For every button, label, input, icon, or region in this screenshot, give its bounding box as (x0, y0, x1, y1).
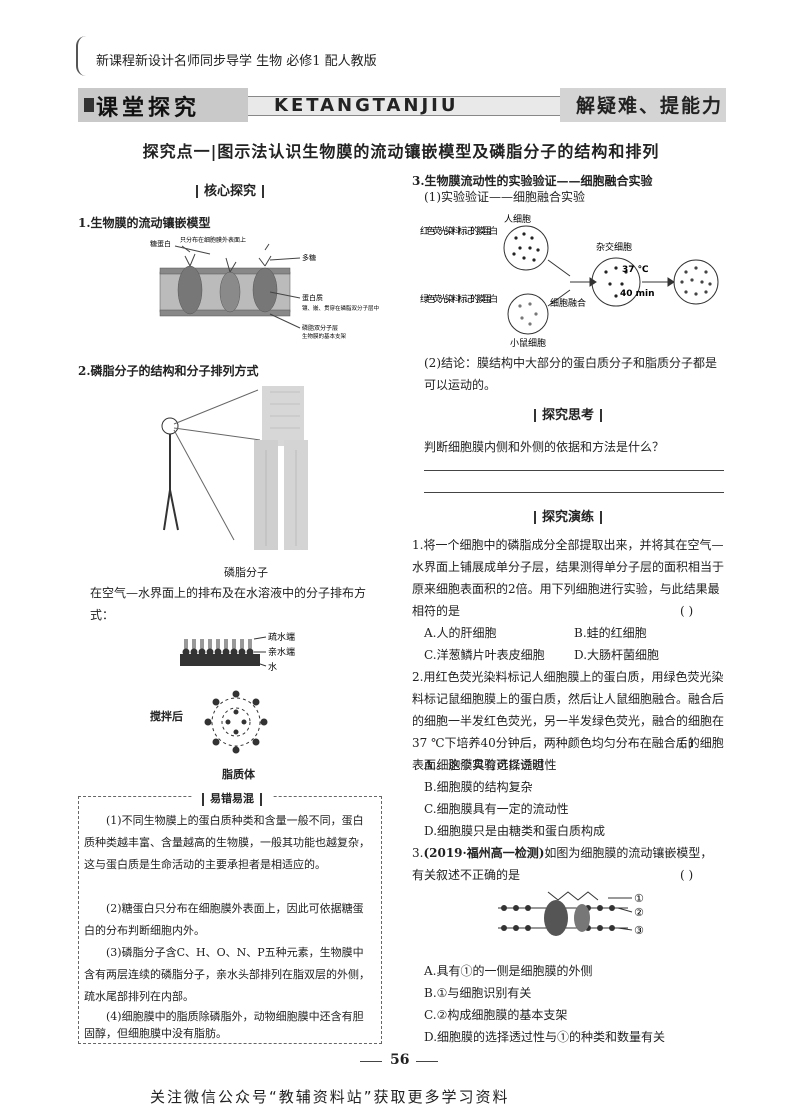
band-square-icon (84, 98, 94, 112)
marker-2: ② (634, 906, 644, 919)
q2-stem: 2.用红色荧光染料标记人细胞膜上的蛋白质，用绿色荧光染料标记鼠细胞膜上的蛋白质，… (412, 670, 725, 772)
q1-paren: ( ) (680, 604, 694, 618)
label-hybrid: 杂交细胞 (596, 241, 632, 253)
monolayer-figure: 疏水端 亲水端 水 (180, 631, 295, 673)
item2-title: 2.磷脂分子的结构和分子排列方式 (78, 364, 259, 378)
q3-option-b: B.①与细胞识别有关 (424, 986, 532, 1000)
q1-option-a: A.人的肝细胞 (424, 626, 497, 640)
band-right-text: 解疑难、提能力 (576, 95, 724, 117)
label-human-cell: 人细胞 (504, 213, 531, 225)
series-title: 新课程新设计名师同步导学 生物 必修1 配人教版 (96, 54, 377, 69)
label-time: 40 min (620, 289, 655, 299)
band-right-block (560, 88, 726, 122)
label-hydrophobic: 疏水端 (268, 631, 295, 643)
label-bilayer-note: 生物膜的基本支架 (302, 332, 347, 340)
q3-option-c: C.②构成细胞膜的基本支架 (424, 1008, 568, 1022)
q2-paren: ( ) (680, 736, 694, 750)
q1-option-d: D.大肠杆菌细胞 (574, 648, 660, 662)
liposome-figure (204, 690, 268, 754)
liposome-caption: 脂质体 (222, 768, 255, 781)
q2-option-c: C.细胞膜具有一定的流动性 (424, 802, 569, 816)
q1-option-c: C.洋葱鳞片叶表皮细胞 (424, 648, 545, 662)
label-water: 水 (268, 661, 277, 673)
label-green: 绿色荧光染料标记的膜蛋白 (420, 293, 498, 305)
label-glycoprotein: 糖蛋白 (150, 239, 171, 248)
label-temp: 37 ℃ (622, 265, 649, 275)
uniform-cell-figure (673, 259, 719, 305)
label-hydrophilic: 亲水端 (268, 646, 295, 658)
marker-3: ③ (634, 924, 644, 937)
item1-title: 1.生物膜的流动镶嵌模型 (78, 216, 211, 230)
label-fusion: 细胞融合 (550, 297, 586, 309)
phospholipid-caption: 磷脂分子 (224, 566, 268, 579)
q3-paren: ( ) (680, 868, 694, 882)
stir-label: 搅拌后 (150, 710, 183, 723)
arrangement-text: 在空气—水界面上的排布及在水溶液中的分子排布方式： (90, 586, 367, 622)
item3-title: 3.生物膜流动性的实验验证——细胞融合实验 (412, 174, 653, 188)
q1-option-b: B.蛙的红细胞 (574, 626, 647, 640)
error-item-4: (4)细胞膜中的脂质除磷脂外，动物细胞膜中还含有胆固醇，但细胞膜中没有脂肪。 (84, 1010, 364, 1040)
label-polysaccharide: 多糖 (302, 253, 316, 262)
label-red: 红色荧光染料标记的膜蛋白 (420, 225, 498, 237)
core-title: 核心探究 (190, 180, 270, 199)
practice-title: 探究演练 (528, 506, 608, 525)
page-rule-left (360, 1061, 382, 1062)
cell-fusion-figure: 人细胞 红色荧光染料标记的膜蛋白 杂交细胞 37 ℃ 40 min 绿色荧光染料… (420, 213, 675, 349)
q2-option-b: B.细胞膜的结构复杂 (424, 780, 533, 794)
conclusion: (2)结论：膜结构中大部分的蛋白质分子和脂质分子都是可以运动的。 (424, 356, 718, 392)
phospholipid-figure (161, 386, 308, 550)
band-latin: KETANGTANJIU (274, 95, 459, 116)
q3-option-d: D.细胞膜的选择透过性与①的种类和数量有关 (424, 1030, 666, 1044)
q3-option-a: A.具有①的一侧是细胞膜的外侧 (424, 964, 593, 978)
q3-membrane-figure: ① ② ③ (498, 891, 644, 937)
think-title: 探究思考 (528, 404, 608, 423)
error-item-1: (1)不同生物膜上的蛋白质种类和含量一般不同，蛋白质种类越丰富、含量越高的生物膜… (84, 814, 370, 871)
label-mouse-cell: 小鼠细胞 (510, 337, 546, 349)
q2-option-d: D.细胞膜只是由糖类和蛋白质构成 (424, 824, 606, 838)
band-title: 课堂探究 (96, 95, 201, 121)
label-protein-note: 镶、嵌、贯穿在磷脂双分子层中 (302, 304, 379, 312)
answer-line-1 (424, 470, 724, 471)
answer-line-2 (424, 492, 724, 493)
page-rule-right (416, 1061, 438, 1062)
band-left-block (78, 88, 248, 122)
error-item-3: (3)磷脂分子含C、H、O、N、P五种元素，生物膜中含有两层连续的磷脂分子，亲水… (84, 946, 370, 1003)
page-number: 56 (390, 1052, 410, 1068)
error-item-2: (2)糖蛋白只分布在细胞膜外表面上，因此可依据糖蛋白的分布判断细胞内外。 (84, 902, 364, 937)
label-bilayer: 磷脂双分子层 (302, 324, 338, 332)
exp-title: (1)实验验证——细胞融合实验 (424, 190, 585, 204)
section-title: 探究点一|图示法认识生物膜的流动镶嵌模型及磷脂分子的结构和排列 (142, 142, 660, 161)
label-protein: 蛋白质 (302, 293, 323, 302)
q2-option-a: A.细胞膜具有选择透过性 (424, 758, 557, 772)
q1-stem: 1.将一个细胞中的磷脂成分全部提取出来，并将其在空气—水界面上铺展成单分子层，结… (412, 538, 725, 618)
membrane-model-figure: 糖蛋白 只分布在细胞膜外表面上 多糖 蛋白质 镶、嵌、贯穿在磷脂双分子层中 磷脂… (150, 236, 379, 340)
label-glyco-note: 只分布在细胞膜外表面上 (180, 236, 246, 244)
errors-title: 易错易混 (192, 790, 272, 806)
q3-stem: 3.(2019·福州高一检测)如图为细胞膜的流动镶嵌模型，有关叙述不正确的是 (412, 846, 713, 882)
footer-text: 关注微信公众号“教辅资料站”获取更多学习资料 (150, 1088, 510, 1106)
header-ornament (76, 36, 92, 76)
think-question: 判断细胞膜内侧和外侧的依据和方法是什么？ (424, 440, 665, 454)
marker-1: ① (634, 892, 644, 905)
